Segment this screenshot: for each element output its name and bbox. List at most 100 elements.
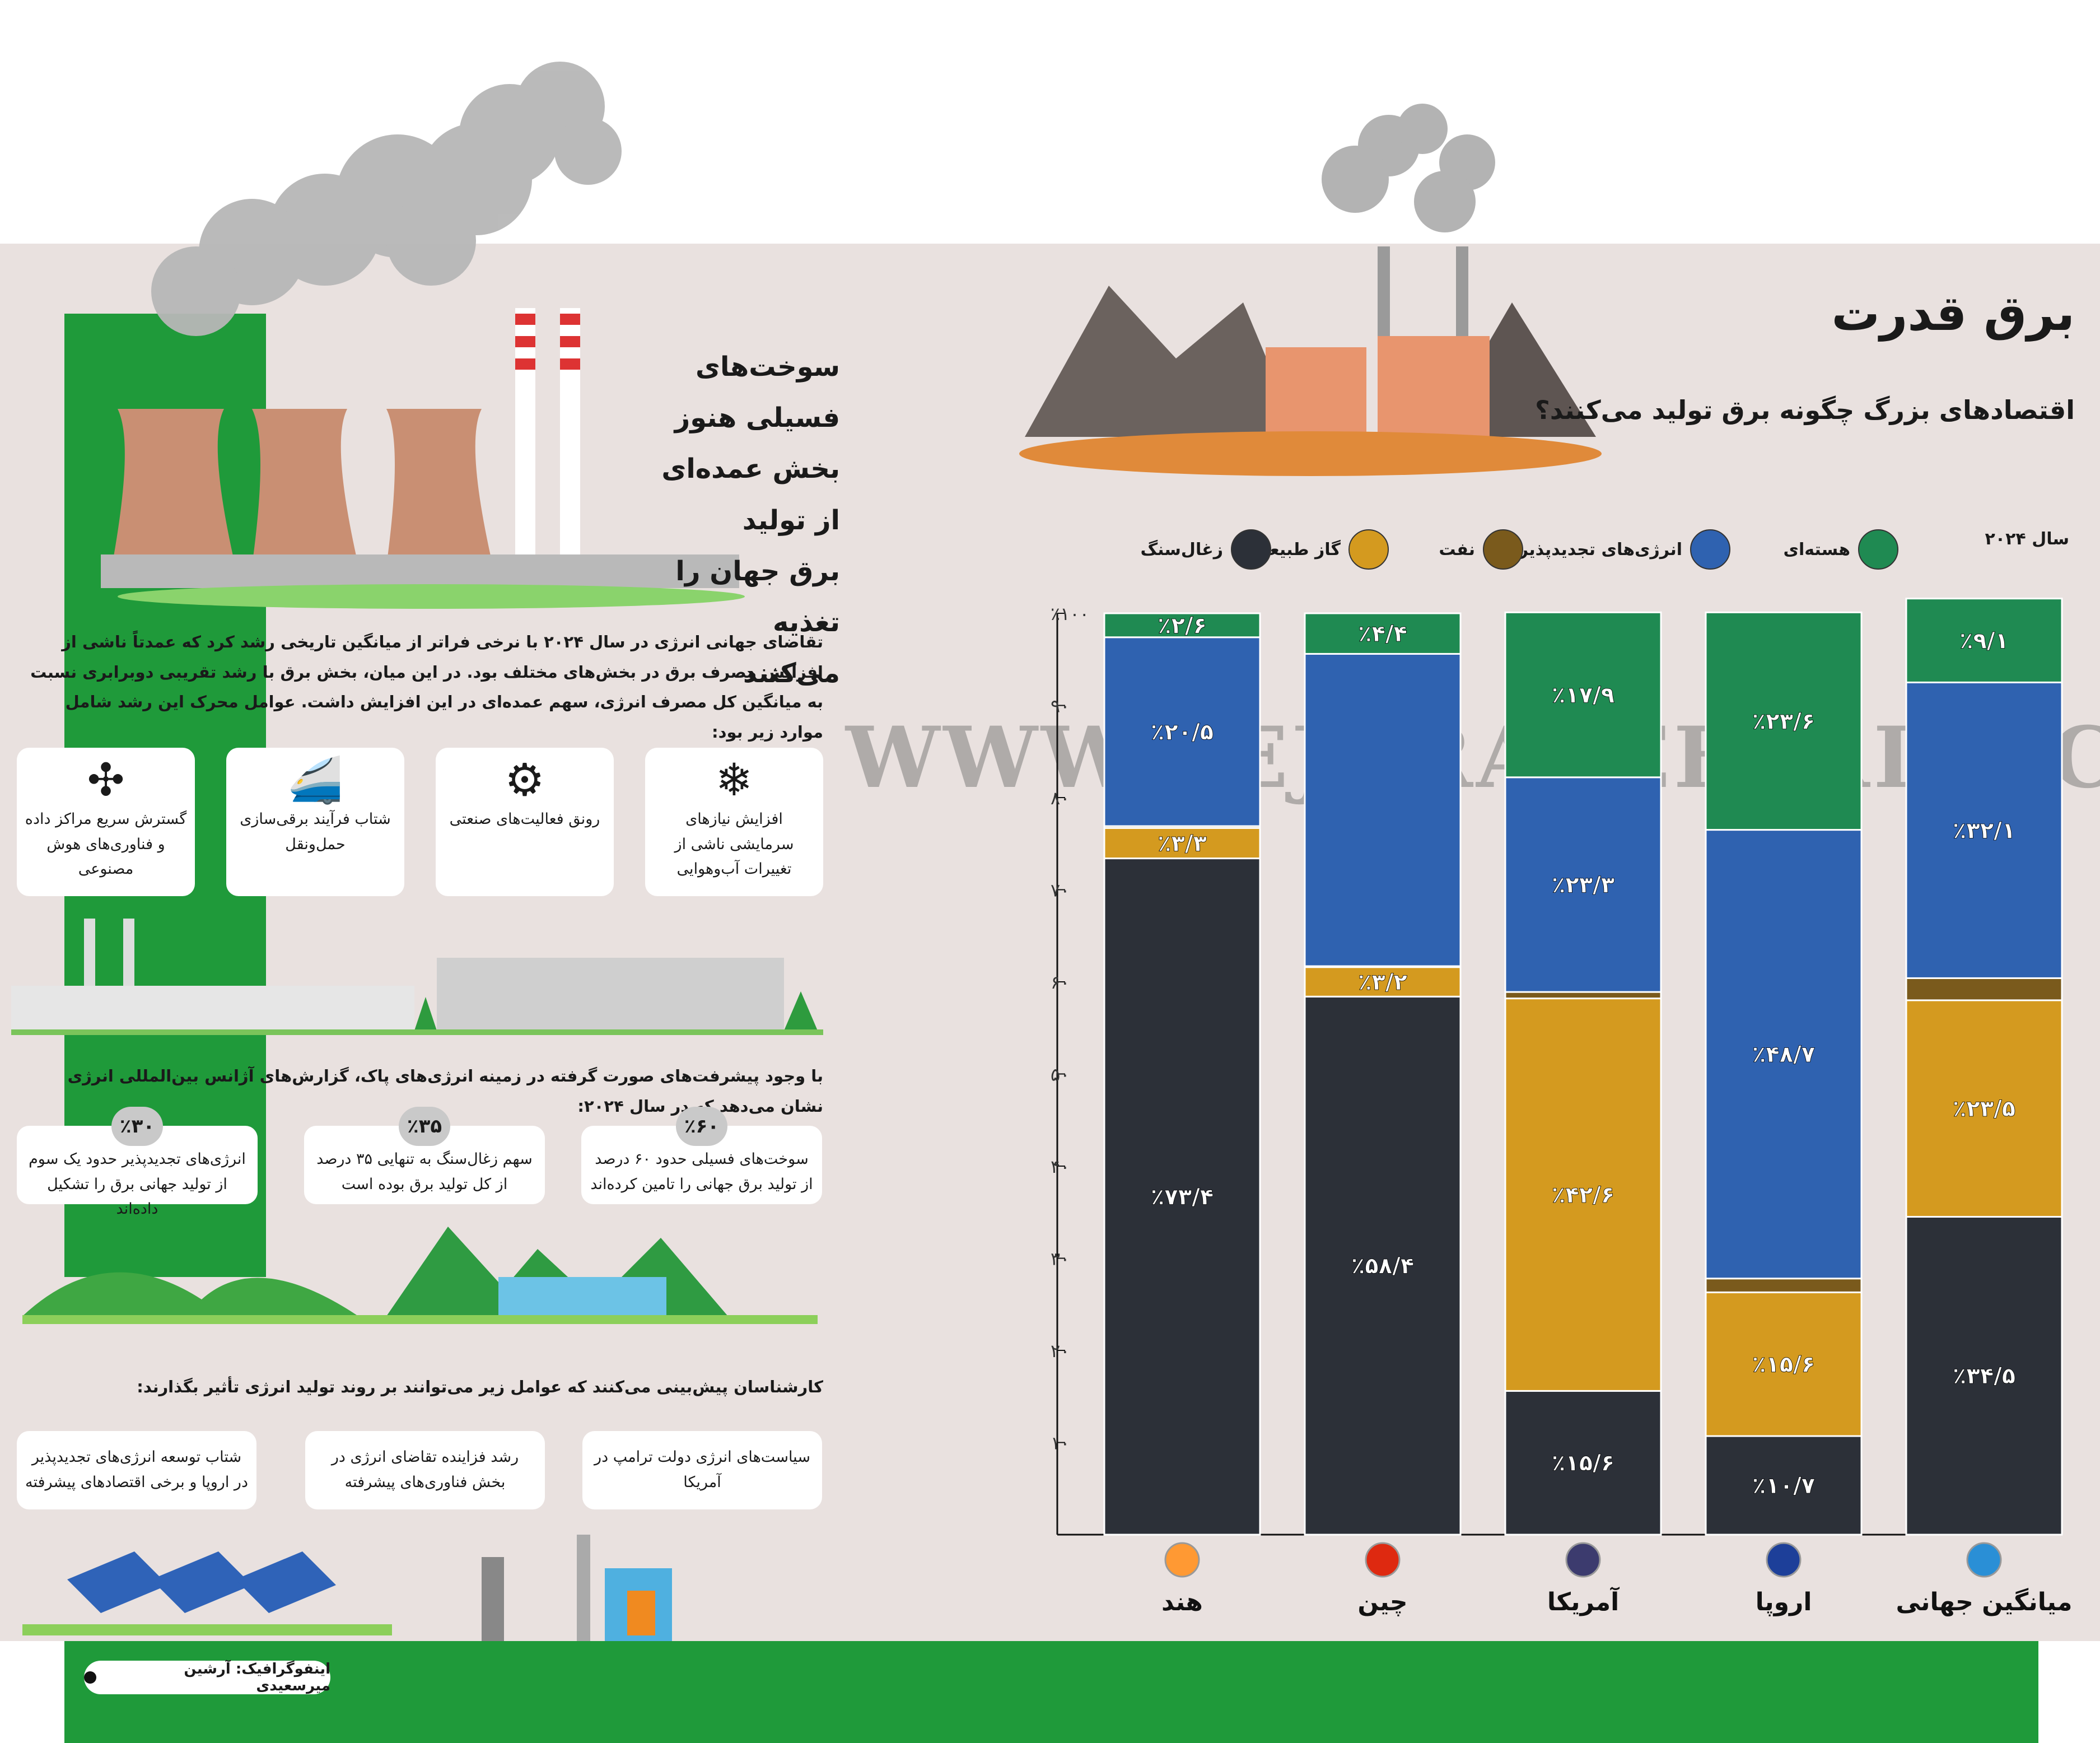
category-label: اروپا (1756, 1588, 1812, 1616)
data-label: ٪۴۲/۶ (1552, 1182, 1614, 1208)
stat-card-fossil: ٪۶۰ سوخت‌های فسیلی حدود ۶۰ درصد از تولید… (581, 1107, 822, 1204)
renewable-landscape-illustration (22, 1227, 818, 1324)
bar-segment-renewables (1304, 653, 1462, 967)
stat-card-coal: ٪۳۵ سهم زغال‌سنگ به تنهایی ۳۵ درصد از کل… (304, 1107, 545, 1204)
credit-badge: اینفوگرافیک: آرشین میرسعیدی (84, 1661, 330, 1694)
outlook-paragraph: کارشناسان پیش‌بینی می‌کنند که عوامل زیر … (137, 1377, 823, 1396)
driver-label: شتاب فرآیند برقی‌سازی حمل‌ونقل (240, 810, 391, 853)
legend-item-gas: گاز طبیعی (1253, 529, 1389, 570)
legend-swatch-nuclear (1858, 529, 1898, 570)
driver-card-industry: ⚙ رونق فعالیت‌های صنعتی (436, 748, 614, 896)
data-label: ٪۲۳/۳ (1552, 872, 1614, 898)
outlook-card-tech: رشد فزاینده تقاضای انرژی در بخش فناوری‌ه… (305, 1431, 545, 1509)
y-tick-label: ٪۱۰۰ (1051, 603, 1089, 625)
data-label: ٪۳۴/۵ (1953, 1363, 2015, 1389)
category-label: چین (1357, 1588, 1407, 1616)
data-label: ٪۷۳/۴ (1151, 1184, 1214, 1210)
page-subtitle: اقتصادهای بزرگ چگونه برق تولید می‌کنند؟ (1535, 395, 2075, 425)
bar-segment-nuclear (1705, 611, 1863, 831)
data-label: ٪۵۸/۴ (1351, 1253, 1414, 1279)
legend-swatch-renewables (1690, 529, 1730, 570)
solar-and-plant-illustration (22, 1535, 672, 1647)
legend-item-oil: نفت (1439, 529, 1523, 570)
category-label: هند (1161, 1588, 1203, 1616)
bar-segment-gas (1103, 827, 1261, 860)
y-tick-label: ۴۰ (1051, 1156, 1070, 1177)
bar-segment-nuclear (1304, 612, 1462, 655)
legend-item-coal: زغال‌سنگ (1140, 529, 1271, 570)
outlook-card-policy: سیاست‌های انرژی دولت ترامپ در آمریکا (582, 1431, 822, 1509)
y-tick-label: ۲۰ (1051, 1340, 1070, 1362)
driver-label: گسترش سریع مراکز داده و فناوری‌های هوش م… (25, 810, 187, 878)
clean-energy-paragraph: با وجود پیشرفت‌های صورت گرفته در زمینه ا… (67, 1066, 823, 1116)
data-label: ٪۲۳/۵ (1953, 1096, 2015, 1122)
y-tick-label: ۳۰ (1051, 1248, 1070, 1270)
stat-label: انرژی‌های تجدیدپذیر حدود یک سوم از تولید… (29, 1150, 246, 1218)
data-label: ٪۱۵/۶ (1752, 1352, 1815, 1378)
y-tick-label: ۷۰ (1051, 880, 1070, 901)
data-label: ٪۲۳/۶ (1752, 709, 1815, 734)
legend-label: انرژی‌های تجدیدپذیر (1518, 539, 1682, 560)
bar-segment-nuclear (1504, 611, 1662, 779)
power-plant-illustration (101, 62, 745, 609)
stat-percent: ٪۳۵ (399, 1107, 450, 1146)
usa-flag-icon (1565, 1542, 1601, 1578)
coal-mine-illustration (1019, 104, 1602, 476)
legend-swatch-oil (1483, 529, 1523, 570)
data-label: ٪۳/۲ (1358, 970, 1407, 995)
data-label: ٪۴۸/۷ (1752, 1042, 1815, 1068)
driver-label: افزایش نیازهای سرمایشی ناشی از تغییرات آ… (674, 810, 794, 878)
legend-item-nuclear: هسته‌ای (1783, 529, 1898, 570)
data-label: ٪۱۷/۹ (1552, 683, 1614, 709)
headline-line: برق جهان را تغذیه (675, 555, 840, 638)
y-tick-label: ۸۰ (1051, 787, 1070, 809)
page-title: برق قدرت (1831, 286, 2075, 342)
bullet-icon (84, 1671, 96, 1684)
chart-year-label: سال ۲۰۲۴ (1985, 529, 2070, 549)
data-label: ٪۹/۱ (1959, 628, 2009, 654)
headline: سوخت‌های فسیلی هنوز بخش عمده‌ای از تولید… (650, 342, 840, 699)
watermark: WWW.TEJARATEFARDA.COM (846, 709, 2100, 807)
outlook-label: شتاب توسعه انرژی‌های تجدیدپذیر در اروپا … (25, 1448, 248, 1491)
bar-segment-renewables (1705, 829, 1863, 1280)
bar-segment-oil (1705, 1278, 1863, 1293)
stacked-bar-chart: ۱۰۲۰۳۰۴۰۵۰۶۰۷۰۸۰۹۰٪۱۰۰٪۷۳/۴٪۳/۳٪۰/۲٪۲۰/۵… (1051, 598, 2072, 1616)
stat-card-renewables: ٪۳۰ انرژی‌های تجدیدپذیر حدود یک سوم از ت… (17, 1107, 258, 1218)
headline-line: بخش عمده‌ای از تولید (661, 453, 840, 536)
bar-segment-coal (1905, 1215, 2063, 1536)
category-label: میانگین جهانی (1896, 1587, 2072, 1616)
bar-segment-oil (1504, 991, 1662, 1000)
stat-label: سوخت‌های فسیلی حدود ۶۰ درصد از تولید برق… (590, 1150, 813, 1193)
driver-card-transport: 🚄 شتاب فرآیند برقی‌سازی حمل‌ونقل (226, 748, 404, 896)
outlook-label: سیاست‌های انرژی دولت ترامپ در آمریکا (594, 1448, 810, 1491)
year-label: سال ۲۰۲۴ (1985, 529, 2070, 549)
bar-segment-coal (1304, 995, 1462, 1536)
outlook-label: رشد فزاینده تقاضای انرژی در بخش فناوری‌ه… (331, 1448, 519, 1491)
china-flag-icon (1365, 1542, 1401, 1578)
legend-item-renewables: انرژی‌های تجدیدپذیر (1519, 529, 1730, 570)
category-label: آمریکا (1547, 1586, 1620, 1616)
outlook-card-renewables: شتاب توسعه انرژی‌های تجدیدپذیر در اروپا … (17, 1431, 256, 1509)
bar-segment-gas (1504, 998, 1662, 1392)
data-label: ٪۳/۳ (1158, 831, 1207, 856)
india-flag-icon (1164, 1542, 1200, 1578)
driver-card-datacenter: ✣ گسترش سریع مراکز داده و فناوری‌های هوش… (17, 748, 195, 896)
y-tick-label: ۵۰ (1051, 1064, 1070, 1085)
bar-segment-coal (1103, 857, 1261, 1536)
driver-label: رونق فعالیت‌های صنعتی (449, 810, 600, 828)
data-label: ٪۴/۴ (1358, 621, 1407, 647)
bar-segment-gas (1905, 999, 2063, 1218)
footer-band (64, 1641, 2038, 1743)
stat-percent: ٪۳۰ (111, 1107, 163, 1146)
headline-line: می‌کنند (743, 658, 840, 689)
credit-text: اینفوگرافیک: آرشین میرسعیدی (184, 1661, 330, 1694)
fan-icon: ❄ (715, 754, 753, 806)
bar-segment-gas (1304, 966, 1462, 998)
legend-label: نفت (1439, 539, 1475, 560)
data-label: ٪۲۰/۵ (1151, 719, 1214, 745)
train-icon: 🚄 (287, 754, 343, 806)
data-label: ٪۲/۶ (1158, 613, 1207, 639)
data-label: ٪۱۵/۶ (1552, 1451, 1614, 1476)
stat-percent: ٪۶۰ (676, 1107, 727, 1146)
